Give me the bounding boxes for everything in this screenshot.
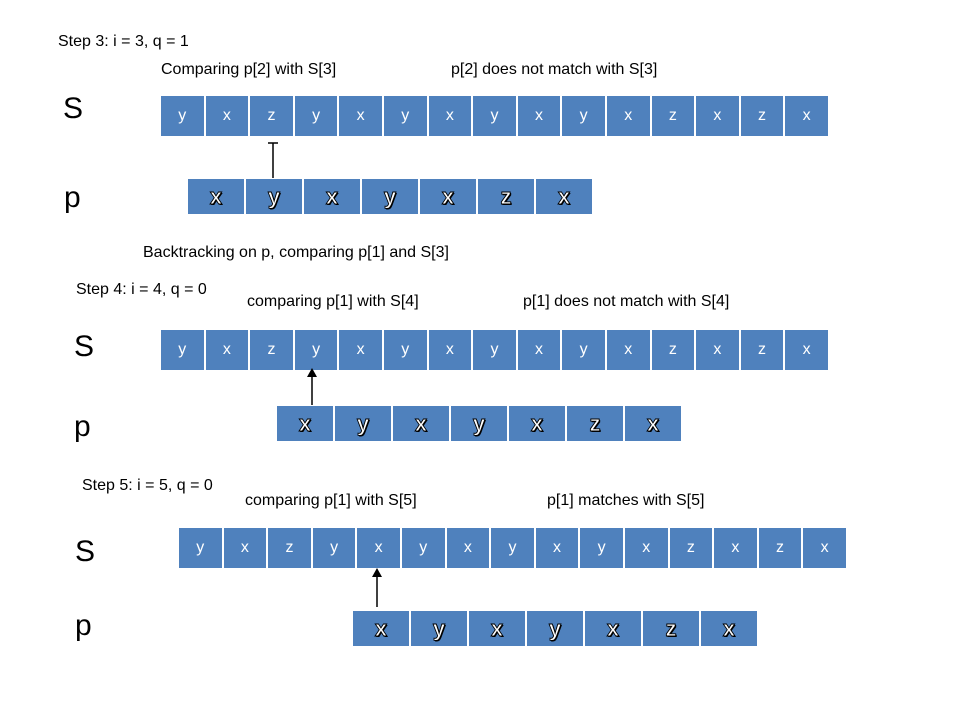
- step4-compare-text: comparing p[1] with S[4]: [247, 293, 419, 310]
- s-cell: x: [204, 95, 250, 137]
- s-cell: y: [472, 95, 517, 137]
- step4-result-text: p[1] does not match with S[4]: [523, 293, 730, 310]
- p-cell: x: [508, 405, 566, 442]
- s-cell: x: [356, 527, 401, 569]
- s-cell: z: [249, 329, 294, 371]
- p-cell: y: [526, 610, 584, 647]
- step5-s-label: S: [75, 535, 96, 568]
- step5-p-label: p: [75, 609, 92, 642]
- s-cell: x: [605, 95, 651, 137]
- s-cell: x: [784, 329, 829, 371]
- s-cell: x: [516, 329, 562, 371]
- s-cell: x: [534, 527, 580, 569]
- step3-p-label: p: [64, 181, 81, 214]
- p-cell: x: [700, 610, 758, 647]
- s-cell: x: [427, 95, 473, 137]
- s-cell: z: [757, 527, 803, 569]
- step3-compare-text: Comparing p[2] with S[3]: [161, 61, 337, 78]
- p-cell: y: [450, 405, 508, 442]
- p-cell: y: [334, 405, 392, 442]
- p-cell: z: [566, 405, 624, 442]
- s-cell: y: [561, 95, 606, 137]
- p-cell: x: [352, 610, 410, 647]
- p-cell: y: [410, 610, 468, 647]
- s-cell: y: [400, 527, 446, 569]
- p-cell: x: [419, 178, 477, 215]
- step3-title: Step 3: i = 3, q = 1: [58, 33, 189, 50]
- step4-s-label: S: [74, 330, 95, 363]
- s-cell: y: [561, 329, 606, 371]
- p-cell: y: [245, 178, 303, 215]
- step3-result-text: p[2] does not match with S[3]: [451, 61, 658, 78]
- s-cell: z: [267, 527, 312, 569]
- p-cell: x: [624, 405, 682, 442]
- s-cell: x: [784, 95, 829, 137]
- s-cell: x: [605, 329, 651, 371]
- s-cell: y: [160, 95, 205, 137]
- s-cell: z: [668, 527, 714, 569]
- s-cell: z: [650, 95, 696, 137]
- s-cell: x: [445, 527, 491, 569]
- s-cell: x: [427, 329, 473, 371]
- p-cell: x: [303, 178, 361, 215]
- p-cell: x: [187, 178, 245, 215]
- s-cell: y: [382, 329, 428, 371]
- p-cell: z: [642, 610, 700, 647]
- s-cell: z: [249, 95, 294, 137]
- step3-note-text: Backtracking on p, comparing p[1] and S[…: [143, 244, 449, 261]
- s-cell: x: [713, 527, 758, 569]
- s-cell: y: [293, 329, 339, 371]
- step3-s-label: S: [63, 92, 84, 125]
- s-cell: x: [204, 329, 250, 371]
- step5-title: Step 5: i = 5, q = 0: [82, 477, 213, 494]
- p-cell: x: [535, 178, 593, 215]
- s-cell: x: [338, 329, 383, 371]
- s-cell: x: [695, 329, 740, 371]
- s-cell: x: [222, 527, 268, 569]
- s-cell: y: [293, 95, 339, 137]
- p-cell: z: [477, 178, 535, 215]
- step5-pointer-arrow: [372, 568, 382, 607]
- step3-pointer: [268, 142, 278, 183]
- s-cell: y: [472, 329, 517, 371]
- p-cell: x: [584, 610, 642, 647]
- s-cell: y: [490, 527, 535, 569]
- s-cell: x: [695, 95, 740, 137]
- step4-title: Step 4: i = 4, q = 0: [76, 281, 207, 298]
- step4-pointer-arrow: [307, 368, 317, 407]
- p-cell: y: [361, 178, 419, 215]
- step4-p-label: p: [74, 410, 91, 443]
- s-cell: z: [739, 95, 785, 137]
- step5-result-text: p[1] matches with S[5]: [547, 492, 705, 509]
- s-cell: y: [178, 527, 223, 569]
- s-cell: y: [382, 95, 428, 137]
- step5-compare-text: comparing p[1] with S[5]: [245, 492, 417, 509]
- p-cell: x: [392, 405, 450, 442]
- p-cell: x: [276, 405, 334, 442]
- s-cell: x: [802, 527, 847, 569]
- s-cell: y: [579, 527, 624, 569]
- s-cell: x: [623, 527, 669, 569]
- s-cell: y: [311, 527, 357, 569]
- p-cell: x: [468, 610, 526, 647]
- s-cell: y: [160, 329, 205, 371]
- s-cell: x: [516, 95, 562, 137]
- s-cell: z: [739, 329, 785, 371]
- s-cell: x: [338, 95, 383, 137]
- s-cell: z: [650, 329, 696, 371]
